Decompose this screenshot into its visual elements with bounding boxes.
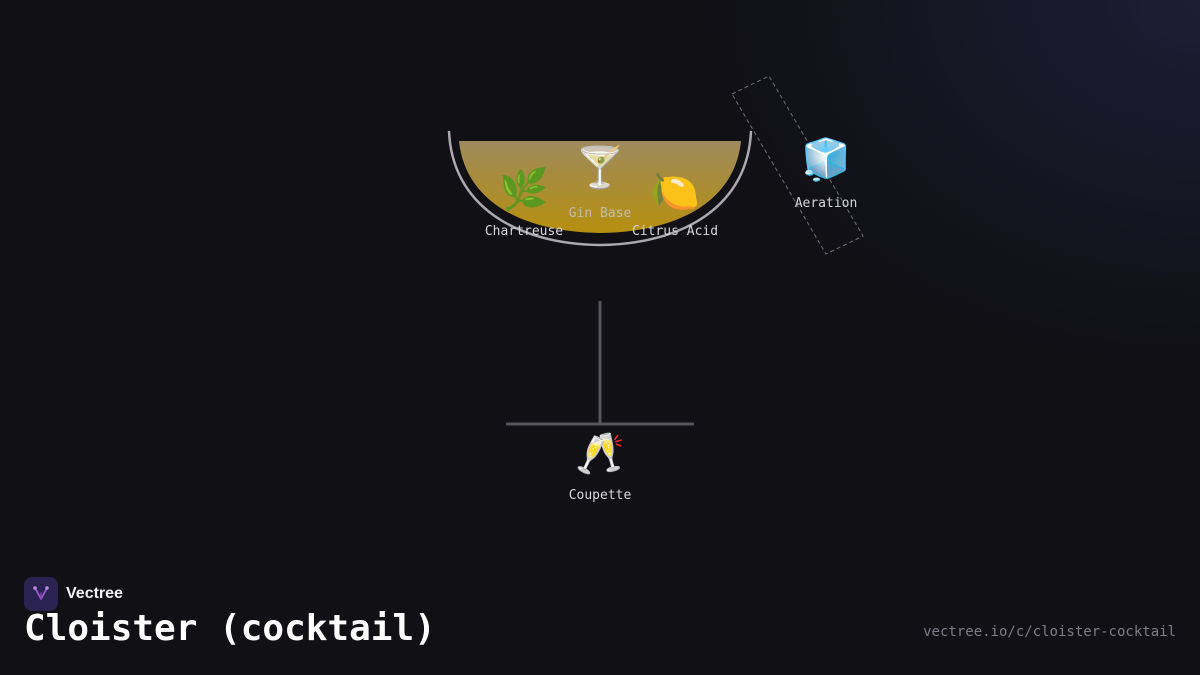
citrus-acid-label: Citrus Acid bbox=[631, 224, 719, 239]
gin-base-label: Gin Base bbox=[568, 206, 632, 221]
brand-name: Vectree bbox=[66, 585, 123, 602]
page-title: Cloister (cocktail) bbox=[24, 608, 436, 649]
glass-bowl-outline bbox=[447, 130, 753, 247]
cocktail-glass-icon: 🍸 bbox=[575, 145, 625, 191]
ice-cube-icon: 🧊 bbox=[801, 137, 851, 183]
aeration-label: Aeration bbox=[794, 196, 858, 211]
page-url-link[interactable]: vectree.io/c/cloister-cocktail bbox=[923, 624, 1176, 640]
lemon-icon: 🍋 bbox=[650, 169, 700, 215]
chartreuse-label: Chartreuse bbox=[484, 224, 564, 239]
herb-icon: 🌿 bbox=[499, 167, 549, 213]
coupette-label: Coupette bbox=[568, 488, 632, 503]
clinking-glasses-icon: 🥂 bbox=[575, 431, 625, 477]
vectree-logo-icon bbox=[24, 577, 58, 611]
aeration-region-outline bbox=[731, 75, 864, 255]
cocktail-liquid bbox=[459, 141, 741, 233]
brand[interactable]: Vectree bbox=[24, 577, 123, 611]
